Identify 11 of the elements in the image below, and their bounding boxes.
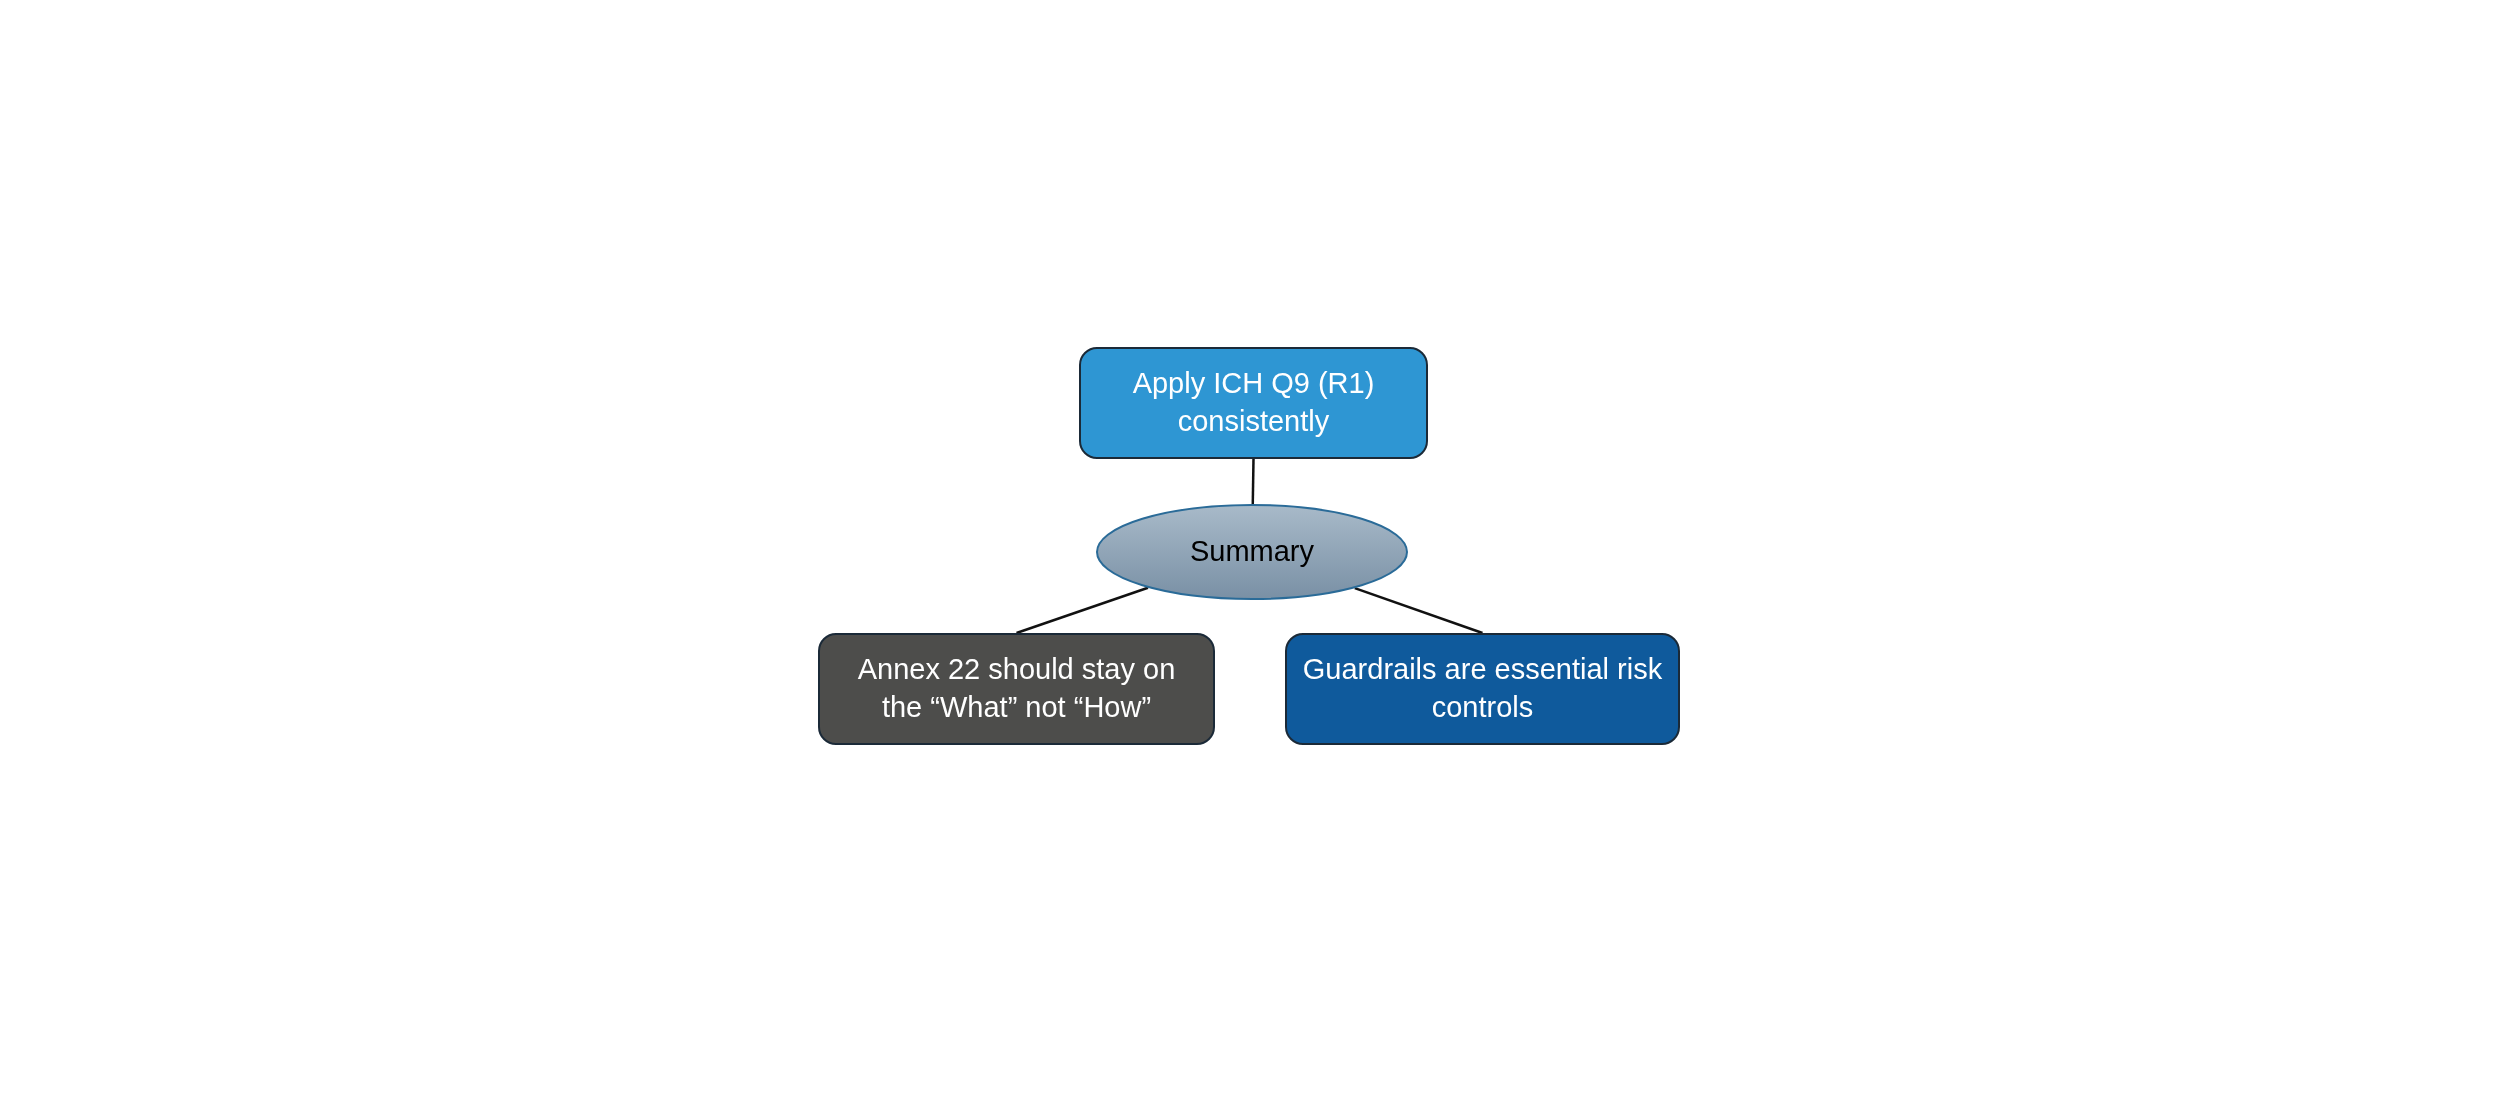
- node-text: Summary: [1188, 534, 1316, 570]
- node-text: Apply ICH Q9 (R1) consistently: [1131, 366, 1376, 439]
- connector-line: [1016, 586, 1149, 635]
- connector-line: [1354, 586, 1483, 635]
- connector-line: [1251, 458, 1255, 505]
- node-text: Guardrails are essential risk controls: [1301, 652, 1664, 725]
- process-box: [1285, 633, 1680, 745]
- process-box: [818, 633, 1215, 745]
- summary-ellipse: [1096, 504, 1408, 600]
- process-box: [1079, 347, 1428, 459]
- node-text: Annex 22 should stay on the “What” not “How”: [856, 652, 1177, 725]
